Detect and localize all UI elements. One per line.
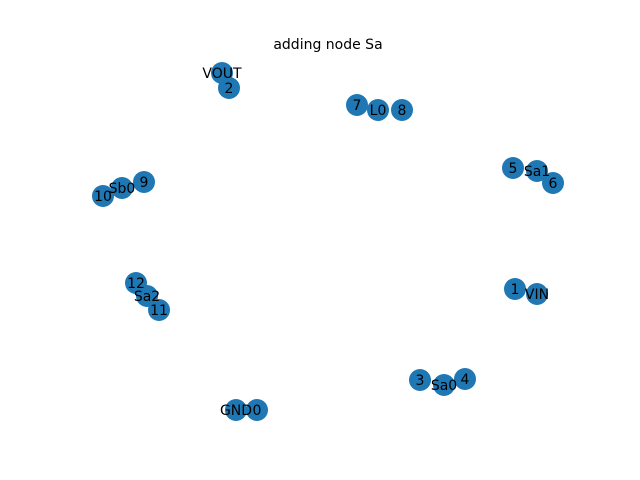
node-sa1 — [526, 160, 548, 182]
node-2 — [218, 77, 240, 99]
node-1 — [504, 278, 526, 300]
node-sb0 — [111, 177, 133, 199]
node-label-3: 3 — [416, 373, 425, 389]
node-label-4: 4 — [461, 372, 470, 388]
node-label-l0: L0 — [370, 103, 387, 119]
node-l0 — [367, 99, 389, 121]
node-9 — [133, 171, 155, 193]
node-label-12: 12 — [127, 276, 145, 292]
node-label-sa2: Sa2 — [134, 289, 160, 305]
node-label-1: 1 — [511, 282, 520, 298]
node-7 — [346, 94, 368, 116]
node-sa0 — [433, 374, 455, 396]
node-label-sa0: Sa0 — [431, 378, 457, 394]
node-label-vout: VOUT — [202, 66, 242, 82]
node-label-11: 11 — [150, 303, 168, 319]
node-label-vin: VIN — [525, 287, 549, 303]
node-3 — [409, 369, 431, 391]
node-4 — [454, 368, 476, 390]
node-label-10: 10 — [94, 189, 112, 205]
node-label-sb0: Sb0 — [109, 181, 136, 197]
nodes-layer — [92, 62, 564, 421]
node-vin — [526, 283, 548, 305]
node-11 — [148, 299, 170, 321]
node-8 — [391, 99, 413, 121]
node-label-5: 5 — [509, 161, 518, 177]
node-gnd — [225, 399, 247, 421]
node-0 — [246, 399, 268, 421]
node-label-sa1: Sa1 — [524, 164, 550, 180]
node-label-7: 7 — [353, 98, 362, 114]
node-label-9: 9 — [140, 175, 149, 191]
node-10 — [92, 185, 114, 207]
node-label-0: 0 — [253, 403, 262, 419]
node-label-gnd: GND — [220, 403, 252, 419]
node-label-6: 6 — [549, 176, 558, 192]
node-5 — [502, 157, 524, 179]
figure-title: adding node Sa — [273, 37, 382, 53]
node-6 — [542, 172, 564, 194]
node-label-8: 8 — [398, 103, 407, 119]
node-label-2: 2 — [225, 81, 234, 97]
